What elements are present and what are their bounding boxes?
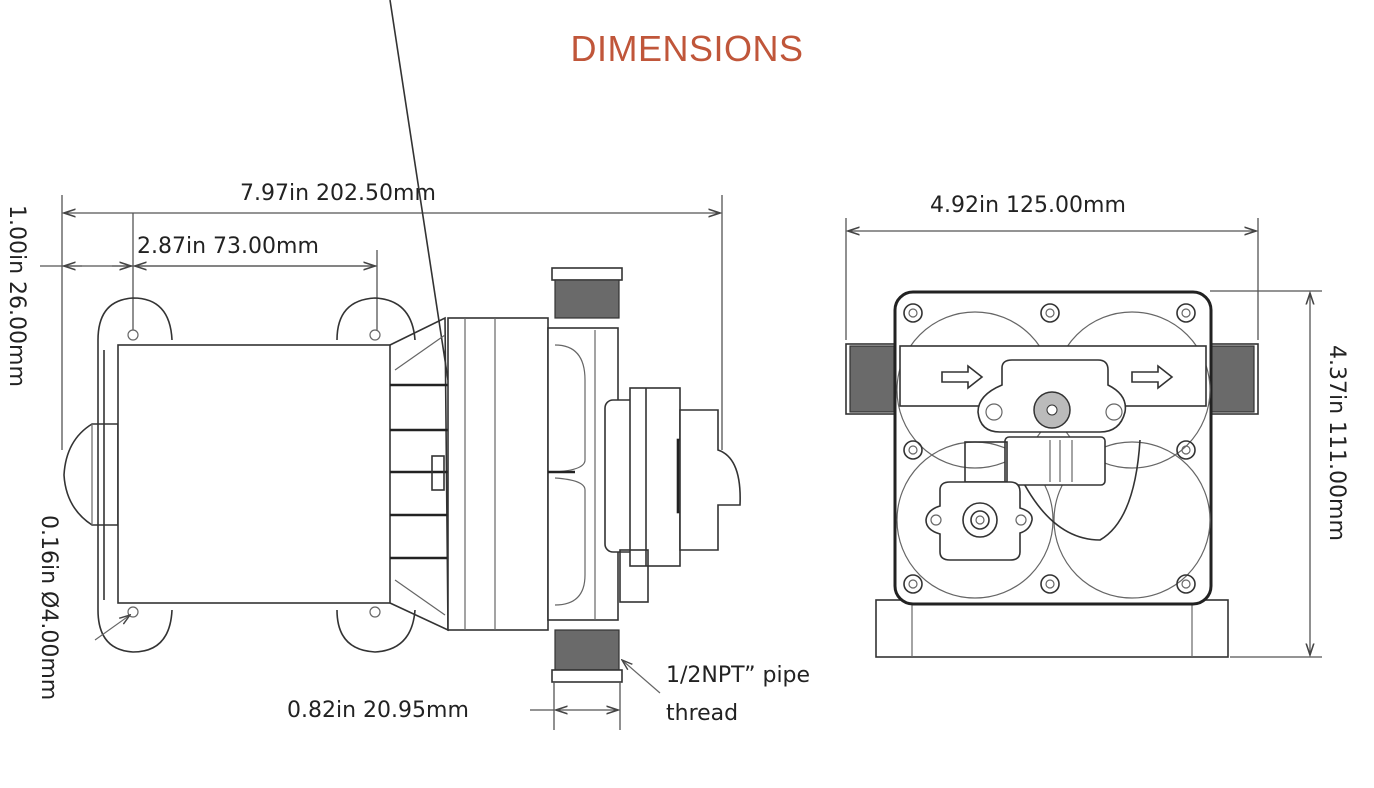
front-view: 4.92in 125.00mm 4.37in 111.00mm [845,193,1349,658]
page-title: DIMENSIONS [570,28,804,69]
bolt-holes [903,303,1196,594]
mount-offset-label: 1.00in 26.00mm [4,205,29,387]
mounting-feet [97,297,416,653]
motor-body [117,344,391,604]
mount-spacing-label: 2.87in 73.00mm [137,234,319,259]
width-dimension: 4.92in 125.00mm [845,193,1259,340]
threaded-ports [551,267,623,683]
motor-bell [389,0,449,632]
port-length-label: 0.82in 20.95mm [287,698,469,723]
mount-spacing-dimension: 2.87in 73.00mm [40,213,378,330]
pump-head [447,317,619,631]
overall-length-label: 7.97in 202.50mm [240,181,436,206]
pressure-switch [604,387,741,603]
thread-label-line1: 1/2NPT” pipe [666,663,810,688]
height-label: 4.37in 111.00mm [1324,345,1349,541]
width-label: 4.92in 125.00mm [930,193,1126,218]
thread-label-line2: thread [666,701,738,726]
pump-base [875,599,1229,658]
mount-hole-label: 0.16in Ø4.00mm [36,515,61,700]
height-dimension: 4.37in 111.00mm [1210,290,1349,658]
overall-length-dimension: 7.97in 202.50mm [61,181,723,450]
side-view: 7.97in 202.50mm 2.87in 73.00mm 1.00in 26… [4,0,810,730]
port-length-dimension: 0.82in 20.95mm [287,682,621,730]
